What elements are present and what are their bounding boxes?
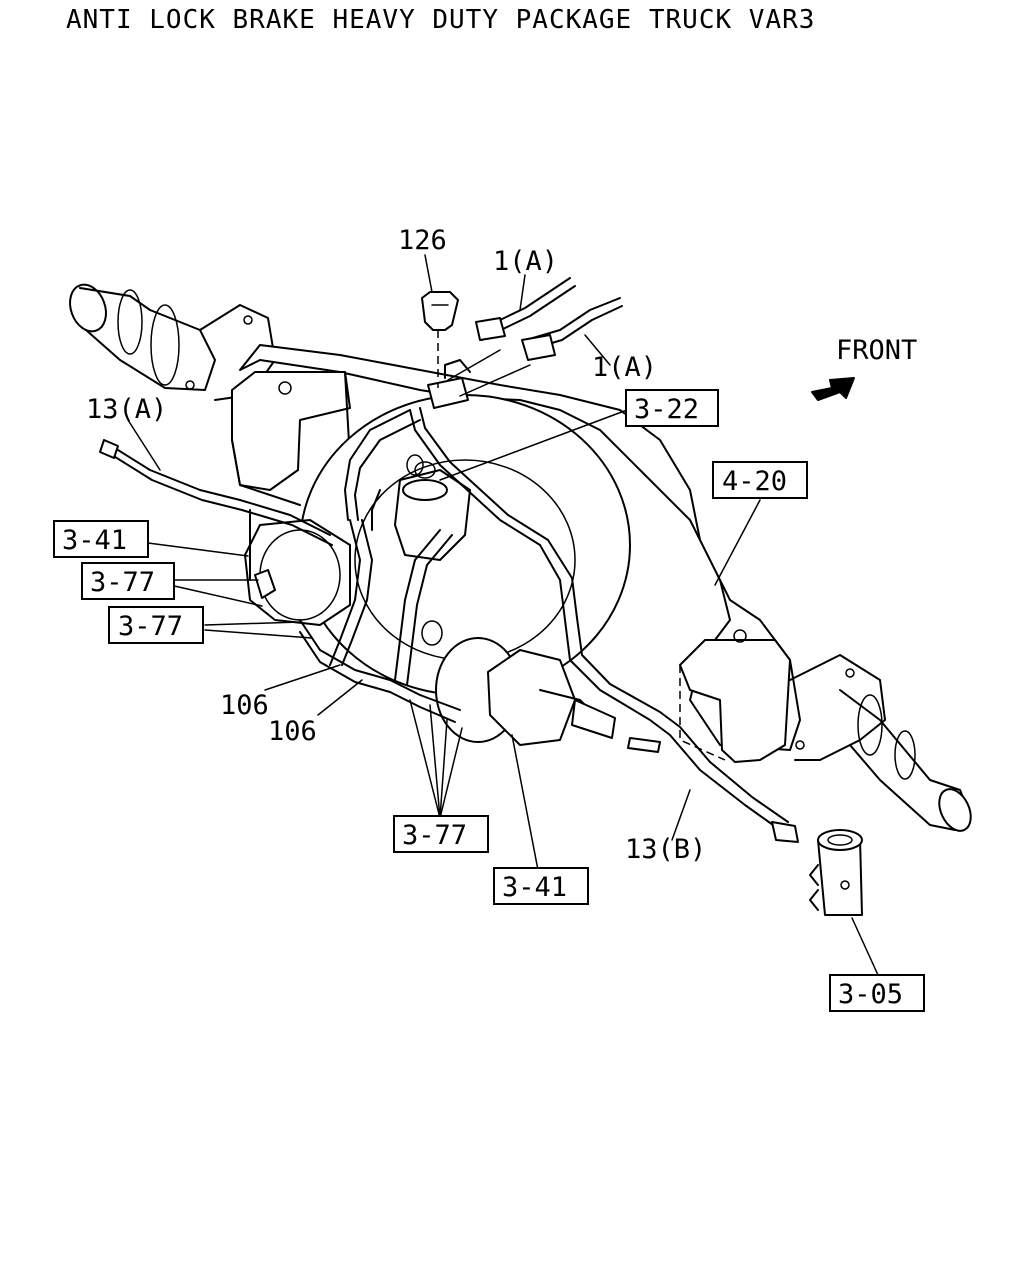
callout-106-a: 106 — [220, 690, 269, 721]
callout-13b: 13(B) — [625, 834, 706, 865]
brake-chamber-left — [244, 509, 351, 626]
ref-box-3-41-left[interactable]: 3-41 — [53, 520, 149, 558]
ref-box-3-77-b[interactable]: 3-77 — [108, 606, 204, 644]
svg-text:3-77: 3-77 — [402, 820, 467, 851]
front-arrow-icon — [811, 377, 855, 401]
brake-line-13a — [109, 444, 331, 536]
ref-box-4-20[interactable]: 4-20 — [712, 461, 808, 499]
leader-lines — [127, 254, 879, 976]
callout-13a: 13(A) — [86, 394, 167, 425]
svg-text:3-22: 3-22 — [634, 394, 699, 425]
callout-1a-top: 1(A) — [493, 246, 558, 277]
brake-hose-upper — [329, 519, 361, 666]
brake-hose-lower — [394, 529, 441, 681]
callout-1a-right: 1(A) — [592, 352, 657, 383]
svg-text:3-05: 3-05 — [838, 979, 903, 1010]
svg-text:3-77: 3-77 — [90, 567, 155, 598]
ref-box-3-77-bottom[interactable]: 3-77 — [393, 815, 489, 853]
callout-126: 126 — [398, 225, 447, 256]
svg-text:4-20: 4-20 — [722, 466, 787, 497]
right-spindle — [789, 654, 972, 832]
brake-line-left — [344, 409, 411, 521]
ref-box-3-05[interactable]: 3-05 — [829, 974, 925, 1012]
clip-126 — [421, 291, 459, 331]
svg-text:3-77: 3-77 — [118, 611, 183, 642]
modulator-valve-upper — [394, 461, 471, 561]
valve-3-05 — [809, 829, 863, 916]
svg-text:3-41: 3-41 — [502, 872, 567, 903]
brake-line-main — [409, 409, 781, 831]
front-label: FRONT — [836, 335, 917, 366]
ref-box-3-22[interactable]: 3-22 — [625, 389, 719, 427]
callout-106-b: 106 — [268, 716, 317, 747]
diagram-title: ANTI LOCK BRAKE HEAVY DUTY PACKAGE TRUCK… — [66, 5, 815, 35]
rear-axle-drawing — [69, 277, 972, 916]
left-spindle — [69, 283, 276, 401]
brake-chamber-bottom — [435, 637, 616, 746]
svg-text:3-41: 3-41 — [62, 525, 127, 556]
ref-box-3-41-bottom[interactable]: 3-41 — [493, 867, 589, 905]
ref-box-3-77-a[interactable]: 3-77 — [81, 562, 175, 600]
